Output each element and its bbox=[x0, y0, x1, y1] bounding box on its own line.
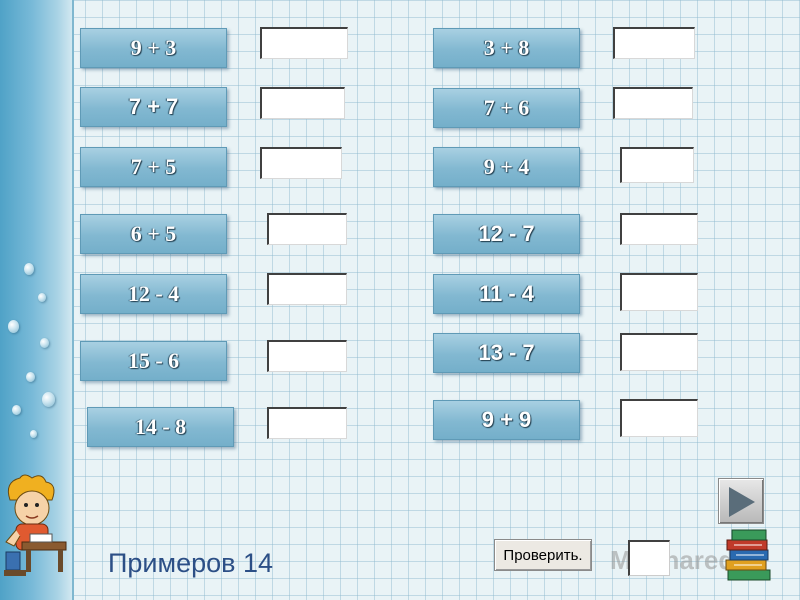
answer-input[interactable] bbox=[620, 273, 698, 311]
expression-text: 15 - 6 bbox=[127, 348, 180, 373]
expression-text: 6 + 5 bbox=[130, 221, 177, 246]
check-button[interactable]: Проверить. bbox=[494, 539, 592, 571]
water-drop-decoration bbox=[30, 430, 37, 438]
answer-input[interactable] bbox=[613, 27, 695, 59]
answer-input[interactable] bbox=[620, 147, 694, 183]
expression-text: 9 + 3 bbox=[130, 35, 177, 60]
expression-text: 9 + 9 bbox=[481, 407, 532, 432]
expression-text: 12 - 7 bbox=[478, 221, 535, 246]
triangle-right-icon bbox=[729, 487, 755, 517]
expression-text: 7 + 5 bbox=[130, 154, 177, 179]
expression-box: 13 - 7 bbox=[433, 333, 580, 373]
expression-box: 14 - 8 bbox=[87, 407, 234, 447]
expression-box: 9 + 4 bbox=[433, 147, 580, 187]
answer-input[interactable] bbox=[613, 87, 693, 119]
expression-box: 11 - 4 bbox=[433, 274, 580, 314]
expression-box: 6 + 5 bbox=[80, 214, 227, 254]
water-drop-decoration bbox=[40, 338, 49, 348]
boy-at-desk-illustration bbox=[4, 474, 67, 576]
answer-input[interactable] bbox=[620, 333, 698, 371]
examples-count-label: Примеров 14 bbox=[108, 548, 273, 578]
expression-text: 11 - 4 bbox=[478, 281, 535, 306]
expression-box: 7 + 5 bbox=[80, 147, 227, 187]
expression-box: 3 + 8 bbox=[433, 28, 580, 68]
expression-box: 9 + 3 bbox=[80, 28, 227, 68]
stack-of-books-illustration bbox=[725, 529, 771, 581]
water-drop-decoration bbox=[8, 320, 19, 333]
expression-box: 15 - 6 bbox=[80, 341, 227, 381]
expression-text: 14 - 8 bbox=[134, 414, 187, 439]
water-drop-decoration bbox=[12, 405, 21, 415]
expression-box: 12 - 7 bbox=[433, 214, 580, 254]
expression-box: 9 + 9 bbox=[433, 400, 580, 440]
expression-text: 12 - 4 bbox=[127, 281, 180, 306]
answer-input[interactable] bbox=[620, 399, 698, 437]
water-drop-decoration bbox=[42, 392, 55, 407]
answer-input[interactable] bbox=[620, 213, 698, 245]
answer-input[interactable] bbox=[267, 273, 347, 305]
answer-input[interactable] bbox=[260, 27, 348, 59]
answer-input[interactable] bbox=[267, 340, 347, 372]
expression-text: 9 + 4 bbox=[483, 154, 530, 179]
answer-input[interactable] bbox=[267, 213, 347, 245]
expression-text: 13 - 7 bbox=[478, 340, 535, 365]
water-drop-decoration bbox=[24, 263, 34, 275]
expression-box: 12 - 4 bbox=[80, 274, 227, 314]
expression-text: 3 + 8 bbox=[483, 35, 530, 60]
expression-text: 7 + 6 bbox=[483, 95, 530, 120]
expression-text: 7 + 7 bbox=[128, 94, 179, 119]
answer-input[interactable] bbox=[260, 87, 345, 119]
answer-input[interactable] bbox=[267, 407, 347, 439]
answer-input[interactable] bbox=[260, 147, 342, 179]
water-drop-decoration bbox=[26, 372, 35, 382]
water-drop-decoration bbox=[38, 293, 46, 302]
expression-box: 7 + 6 bbox=[433, 88, 580, 128]
next-slide-button[interactable] bbox=[718, 478, 764, 524]
expression-box: 7 + 7 bbox=[80, 87, 227, 127]
score-field[interactable] bbox=[628, 540, 670, 576]
